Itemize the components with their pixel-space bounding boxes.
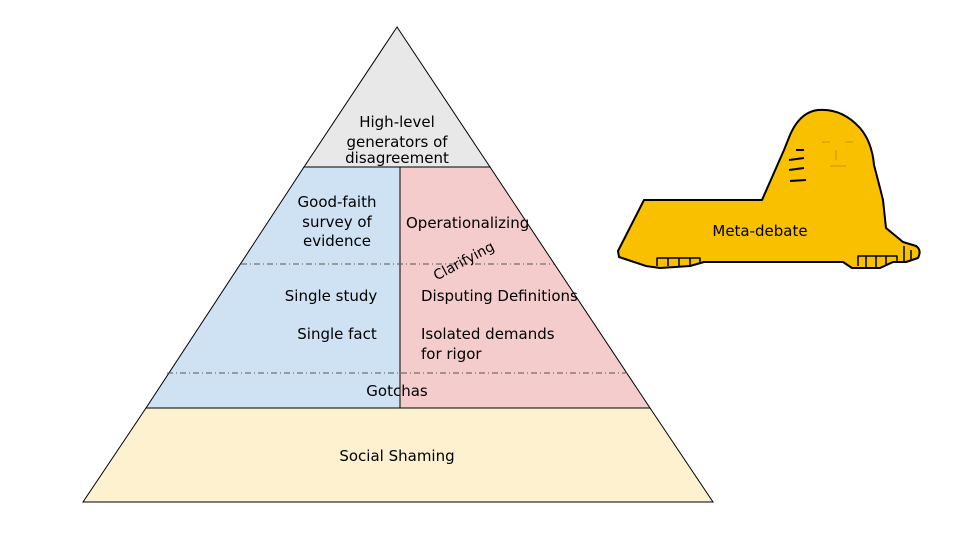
sphinx-body [617,108,921,269]
isolated-demands-line-1: Isolated demands [421,325,555,343]
meta-debate-label: Meta-debate [712,222,807,240]
gotchas-label: Gotchas [366,382,428,400]
good-faith-line-3: evidence [303,232,371,250]
operationalizing-label: Operationalizing [406,214,529,232]
good-faith-line-2: survey of [302,213,372,231]
single-fact-label: Single fact [297,325,377,343]
sphinx-figure [617,108,921,269]
sphinx-face [822,141,853,167]
top-label-line-1: High-level [359,113,435,131]
disputing-definitions-label: Disputing Definitions [421,287,578,305]
single-study-label: Single study [285,287,378,305]
isolated-demands-line-2: for rigor [421,345,482,363]
top-label-line-2: generators of [346,133,448,151]
social-shaming-label: Social Shaming [339,447,454,465]
sphinx-headdress-stripes [788,149,807,182]
good-faith-line-1: Good-faith [298,193,377,211]
sphinx-left-paw [656,257,701,266]
pyramid-base-section [82,407,714,503]
top-label-line-3: disagreement [345,149,449,167]
sphinx-right-paw [857,246,912,268]
